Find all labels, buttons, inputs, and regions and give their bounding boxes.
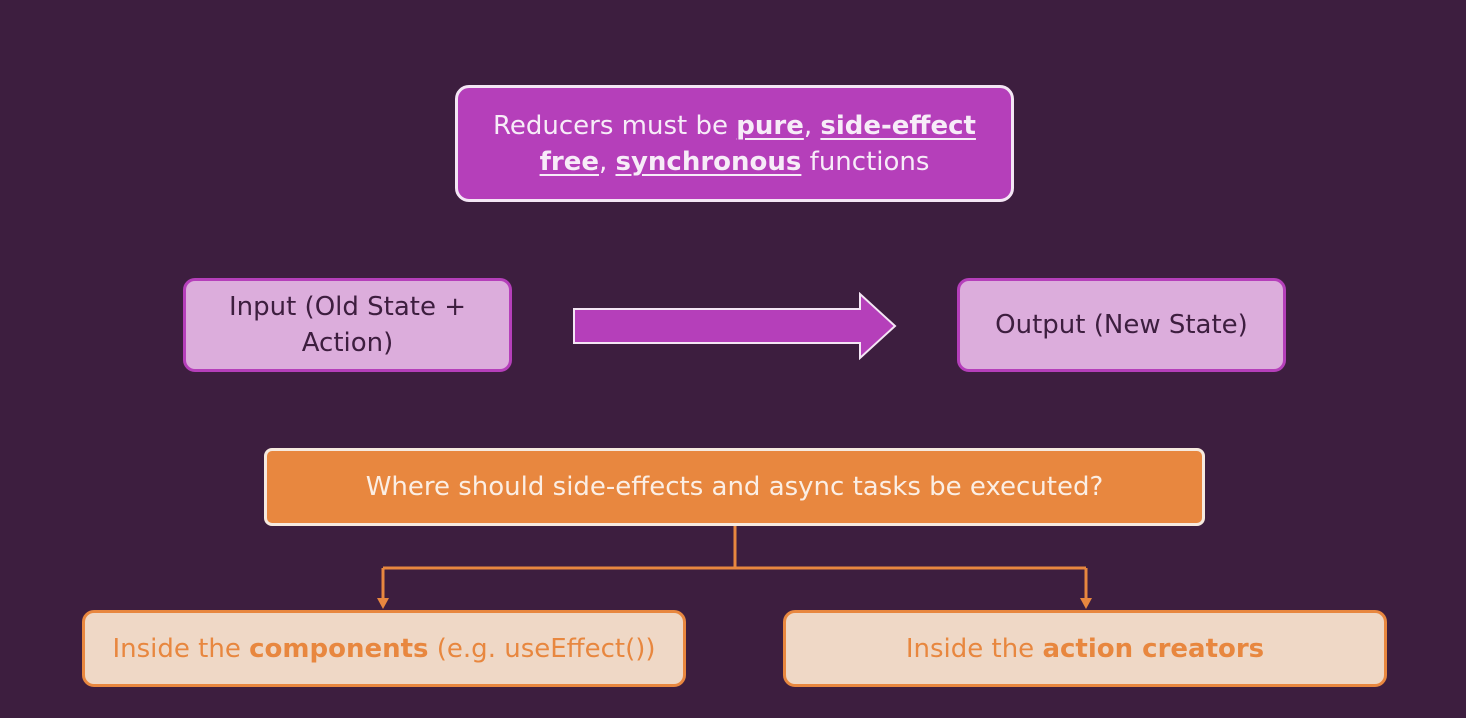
reducer-rule-box: Reducers must be pure, side-effect free,…	[455, 85, 1014, 202]
reducer-rule-text: Reducers must be pure, side-effect free,…	[478, 108, 991, 180]
output-box: Output (New State)	[957, 278, 1286, 372]
input-box: Input (Old State + Action)	[183, 278, 512, 372]
answer-components-text: Inside the components (e.g. useEffect())	[112, 634, 655, 664]
rule-term-pure: pure	[736, 110, 804, 141]
answer-action-creators-text: Inside the action creators	[906, 634, 1264, 664]
arrowhead-down-left-icon	[377, 598, 389, 609]
right-arrow-icon	[573, 292, 897, 360]
rule-term-synchronous: synchronous	[615, 146, 802, 177]
answer-right-emphasis: action creators	[1042, 633, 1265, 664]
answer-left-suffix: (e.g. useEffect())	[428, 633, 656, 664]
rule-separator: ,	[598, 146, 616, 177]
answer-right-prefix: Inside the	[905, 633, 1043, 664]
answer-components-box: Inside the components (e.g. useEffect())	[82, 610, 686, 687]
input-label: Input (Old State + Action)	[228, 292, 467, 358]
answer-left-prefix: Inside the	[112, 633, 250, 664]
question-text: Where should side-effects and async task…	[365, 472, 1104, 502]
rule-prefix: Reducers must be	[493, 110, 737, 141]
arrowhead-down-right-icon	[1080, 598, 1092, 609]
answer-left-emphasis: components	[249, 633, 429, 664]
answer-action-creators-box: Inside the action creators	[783, 610, 1387, 687]
rule-suffix: functions	[801, 146, 930, 177]
rule-term-side-effect-free: side-effect free	[539, 110, 976, 177]
output-label: Output (New State)	[995, 310, 1248, 340]
rule-separator: ,	[803, 110, 821, 141]
question-box: Where should side-effects and async task…	[264, 448, 1205, 526]
